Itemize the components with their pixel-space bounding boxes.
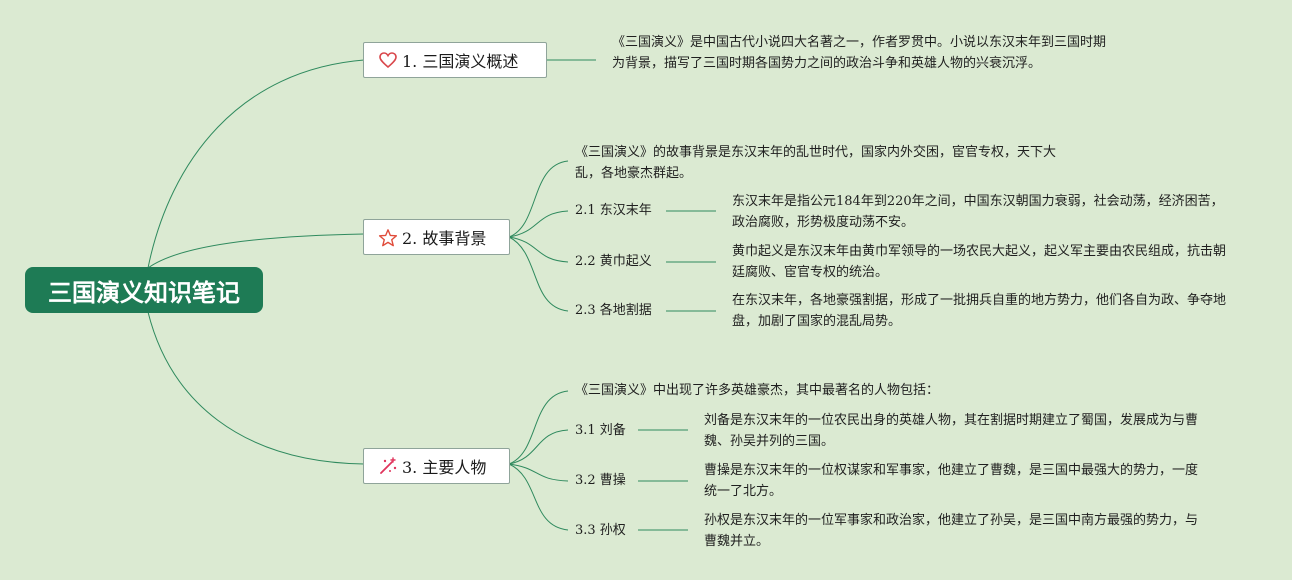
connector-topic-2-child-1 (508, 210, 569, 238)
connector-topic-3-child-1 (508, 429, 569, 465)
root-topic[interactable]: 三国演义知识笔记 (25, 267, 263, 313)
topic-overview[interactable]: 1. 三国演义概述 (363, 42, 547, 78)
cao-cao-note: 曹操是东汉末年的一位权谋家和军事家，他建立了曹魏，是三国中最强大的势力，一度统一… (704, 463, 1199, 499)
topic-background[interactable]: 2. 故事背景 (363, 219, 510, 255)
connector-topic-3-intro (508, 390, 569, 465)
topic-background-label: 2. 故事背景 (402, 229, 487, 248)
liu-bei-note: 刘备是东汉末年的一位农民出身的英雄人物，其在割据时期建立了蜀国，发展成为与曹魏、… (704, 413, 1199, 449)
yellow-turban-note: 黄巾起义是东汉末年由黄巾军领导的一场农民大起义，起义军主要由农民组成，抗击朝廷腐… (732, 244, 1227, 280)
connector-topic-3-child-2 (508, 463, 569, 482)
connector-topic-3-child-3 (508, 463, 569, 531)
subtopic-sun-quan[interactable]: 3.3 孙权 (575, 523, 626, 538)
root-title: 三国演义知识笔记 (48, 278, 240, 307)
subtopic-cao-cao[interactable]: 3.2 曹操 (575, 473, 626, 488)
subtopic-warlords[interactable]: 2.3 各地割据 (575, 303, 652, 318)
characters-intro: 《三国演义》中出现了许多英雄豪杰，其中最著名的人物包括： (575, 383, 940, 398)
warlords-note: 在东汉末年，各地豪强割据，形成了一批拥兵自重的地方势力，他们各自为政、争夺地盘，… (732, 293, 1227, 329)
topic-overview-label: 1. 三国演义概述 (402, 52, 519, 71)
connector-root-to-topic-3 (147, 311, 365, 465)
background-intro: 《三国演义》的故事背景是东汉末年的乱世时代，国家内外交困，宦官专权，天下大乱，各… (575, 145, 1057, 181)
subtopic-eastern-han[interactable]: 2.1 东汉末年 (575, 203, 652, 218)
connector-topic-2-child-2 (508, 236, 569, 263)
subtopic-yellow-turban[interactable]: 2.2 黄巾起义 (575, 254, 652, 269)
subtopic-liu-bei[interactable]: 3.1 刘备 (575, 423, 626, 438)
connector-topic-2-intro (508, 160, 569, 238)
topic-characters-label: 3. 主要人物 (402, 458, 487, 477)
topic-characters[interactable]: 3. 主要人物 (363, 448, 510, 484)
connector-topic-2-child-3 (508, 236, 569, 312)
star-icon (378, 227, 398, 247)
sparkle-icon (378, 456, 398, 476)
heart-icon (378, 50, 398, 70)
sun-quan-note: 孙权是东汉末年的一位军事家和政治家，他建立了孙吴，是三国中南方最强的势力，与曹魏… (704, 513, 1199, 549)
connector-root-to-topic-1 (147, 59, 365, 269)
overview-note: 《三国演义》是中国古代小说四大名著之一，作者罗贯中。小说以东汉末年到三国时期为背… (612, 35, 1107, 71)
eastern-han-note: 东汉末年是指公元184年到220年之间，中国东汉朝国力衰弱，社会动荡，经济困苦，… (732, 194, 1224, 230)
connector-root-to-topic-2 (147, 233, 365, 269)
